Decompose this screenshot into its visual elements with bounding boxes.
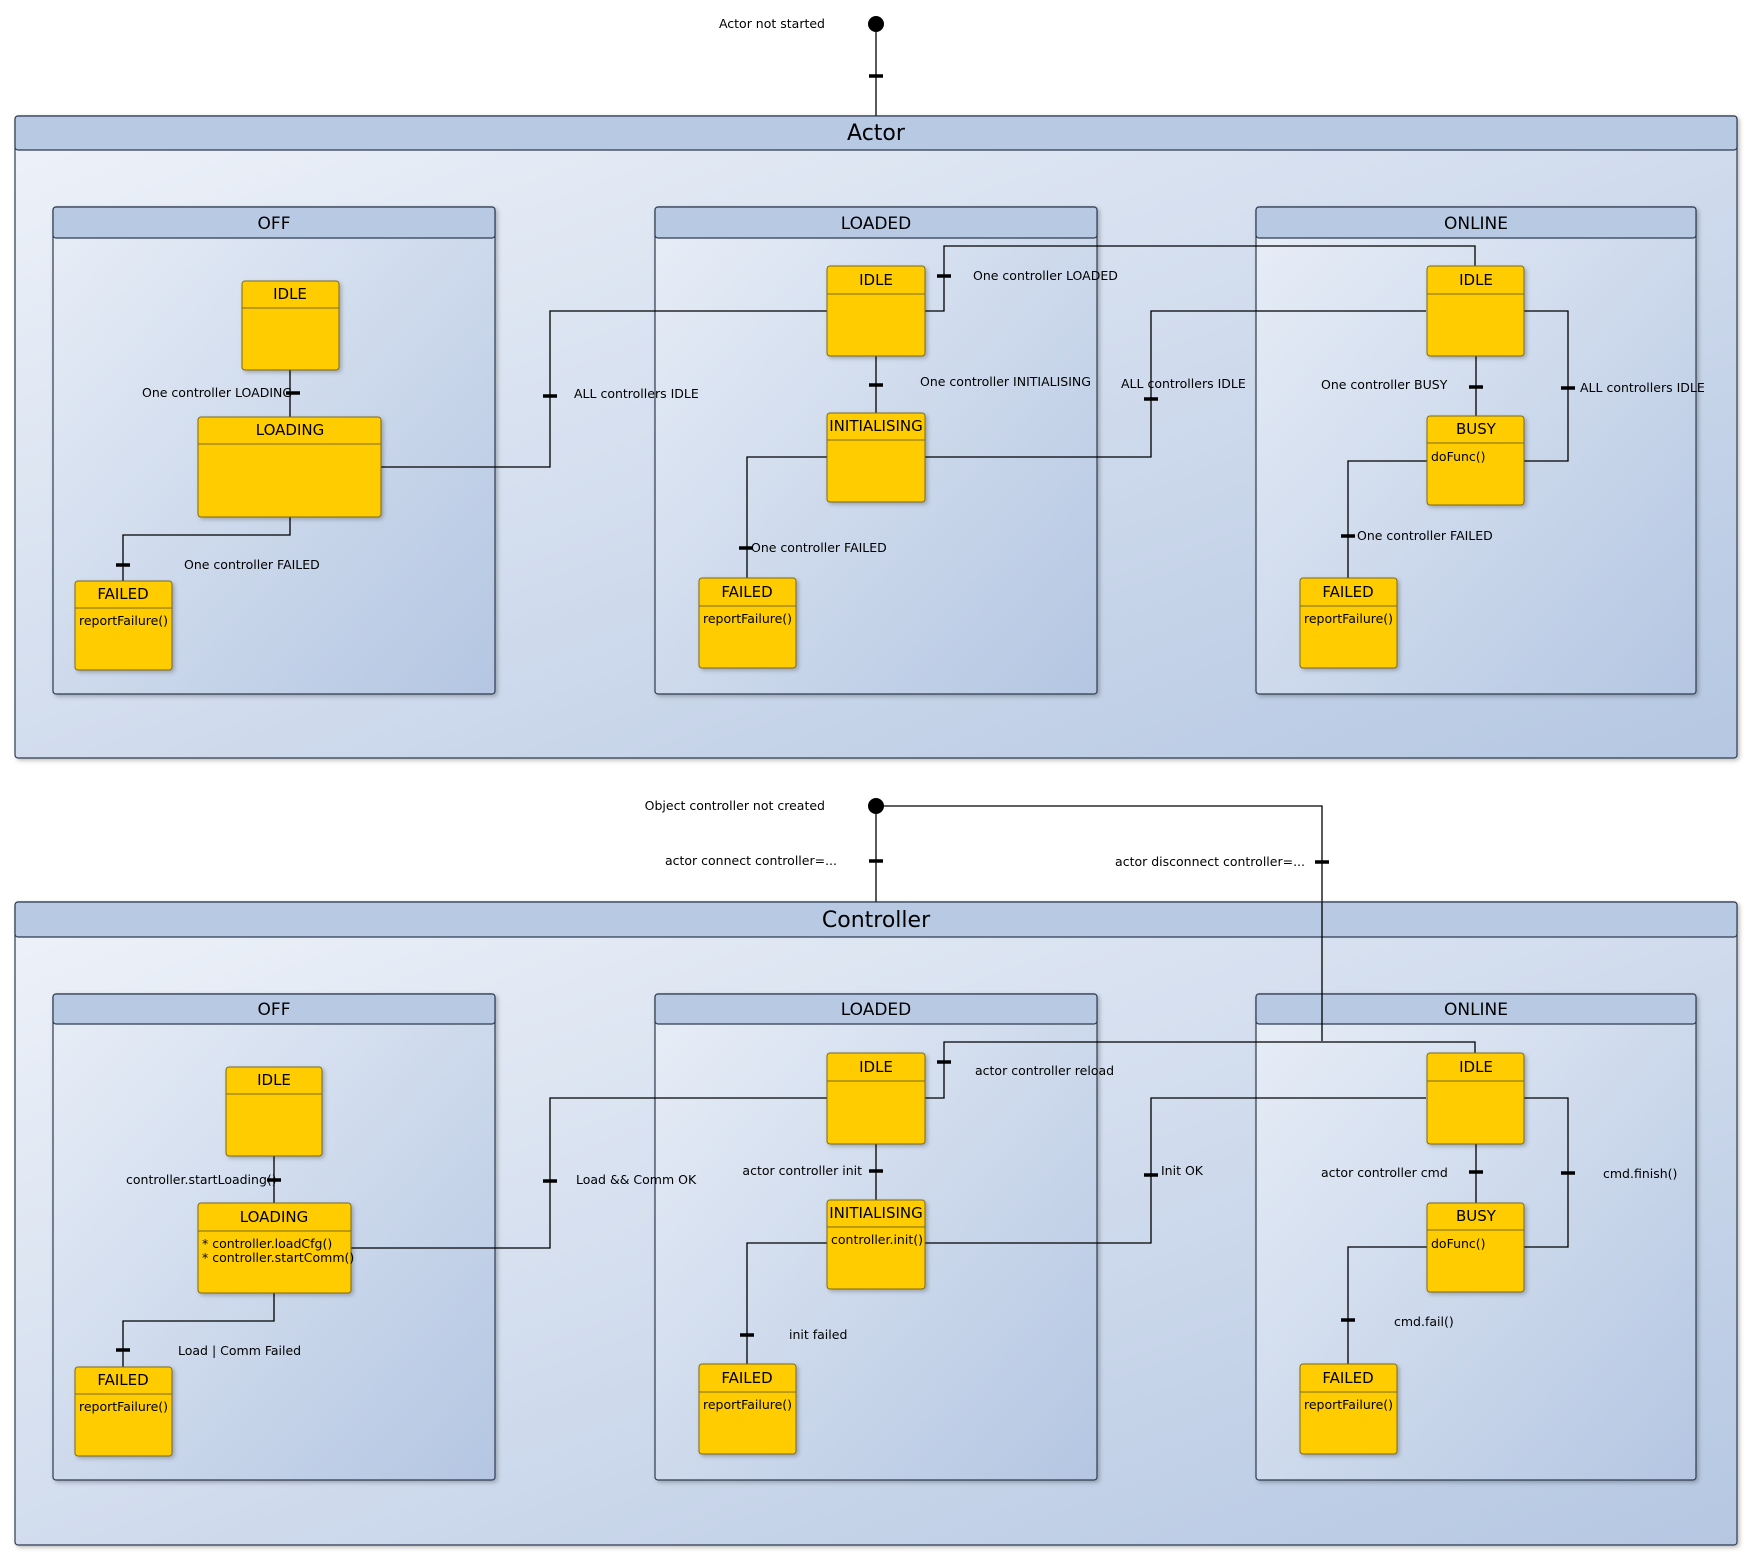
- actor-loaded-idle-state: [826, 265, 926, 357]
- edge: [925, 310, 1426, 458]
- edge: [1524, 310, 1569, 462]
- controller-title: Controller: [822, 908, 931, 933]
- actor-loaded-initialising-state: [826, 412, 926, 503]
- state-name: FAILED: [1322, 583, 1373, 601]
- edge: [1347, 460, 1427, 578]
- actor-online-idle-state: [1426, 265, 1525, 357]
- controller-online-busy-state: [1426, 1202, 1525, 1293]
- controller-loaded-initialising-state: [826, 1199, 926, 1290]
- state-action: reportFailure(): [703, 611, 792, 626]
- controller-online-t-finish: cmd.finish(): [1603, 1166, 1677, 1181]
- actor-initial-state: [868, 16, 884, 32]
- actor-t-loaded-to-online: ALL controllers IDLE: [1121, 376, 1246, 391]
- controller-loaded-idle-state: [826, 1052, 926, 1145]
- actor-off-loading-state: [197, 416, 382, 518]
- state-name: BUSY: [1456, 420, 1497, 438]
- controller-off-title: OFF: [258, 1000, 291, 1020]
- controller-diagram: Object controller not created actor conn…: [14, 798, 1738, 1546]
- state-name: IDLE: [859, 1058, 893, 1076]
- state-name: IDLE: [859, 271, 893, 289]
- controller-off-t-failed: Load | Comm Failed: [178, 1343, 301, 1358]
- controller-t-off-to-loaded: Load && Comm OK: [576, 1172, 697, 1187]
- controller-online-title: ONLINE: [1444, 1000, 1508, 1020]
- state-name: FAILED: [721, 1369, 772, 1387]
- edge: [925, 245, 1476, 312]
- state-name: INITIALISING: [829, 417, 923, 435]
- controller-t-loaded-to-online: Init OK: [1161, 1163, 1204, 1178]
- actor-initial-label: Actor not started: [719, 16, 825, 31]
- controller-online-failed-state: [1299, 1363, 1398, 1455]
- actor-off-t-loading: One controller LOADING: [142, 385, 292, 400]
- actor-off-title: OFF: [258, 214, 291, 234]
- controller-loaded-t-init: actor controller init: [742, 1163, 862, 1178]
- controller-t-connect: actor connect controller=...: [665, 853, 837, 868]
- state-name: IDLE: [273, 285, 307, 303]
- actor-off-idle-state: [241, 280, 340, 371]
- controller-online-idle-state: [1426, 1052, 1525, 1145]
- controller-off-t-loading: controller.startLoading(): [126, 1172, 277, 1187]
- state-name: FAILED: [1322, 1369, 1373, 1387]
- actor-title: Actor: [847, 121, 906, 146]
- edge: [1347, 1246, 1427, 1364]
- state-action: reportFailure(): [1304, 611, 1393, 626]
- state-action: controller.init(): [831, 1232, 923, 1247]
- actor-online-t-idle: ALL controllers IDLE: [1580, 380, 1705, 395]
- controller-online-t-fail: cmd.fail(): [1394, 1314, 1454, 1329]
- edge: [381, 310, 827, 468]
- state-action: * controller.loadCfg(): [202, 1236, 332, 1251]
- actor-diagram: Actor not started Actor OFF LOADED ONLIN…: [14, 16, 1738, 759]
- actor-loaded-t-failed: One controller FAILED: [751, 540, 887, 555]
- state-action: * controller.startComm(): [202, 1250, 354, 1265]
- state-name: FAILED: [97, 1371, 148, 1389]
- edge: [746, 1242, 827, 1364]
- state-action: reportFailure(): [79, 1399, 168, 1414]
- edge: [925, 1041, 1476, 1099]
- controller-initial-label: Object controller not created: [645, 798, 825, 813]
- controller-off-idle-state: [225, 1066, 323, 1157]
- edge: [122, 1293, 275, 1367]
- state-name: FAILED: [97, 585, 148, 603]
- actor-online-failed-state: [1299, 577, 1398, 669]
- state-name: LOADING: [256, 421, 324, 439]
- state-action: doFunc(): [1431, 449, 1486, 464]
- controller-t-online-to-loaded: actor controller reload: [975, 1063, 1114, 1078]
- controller-off-failed-state: [74, 1366, 173, 1457]
- controller-loaded-failed-state: [698, 1363, 797, 1455]
- actor-loaded-failed-state: [698, 577, 797, 669]
- state-action: reportFailure(): [1304, 1397, 1393, 1412]
- state-action: reportFailure(): [79, 613, 168, 628]
- edge: [746, 456, 827, 578]
- controller-t-disconnect: actor disconnect controller=...: [1115, 854, 1305, 869]
- state-name: FAILED: [721, 583, 772, 601]
- state-name: BUSY: [1456, 1207, 1497, 1225]
- edge: [925, 1097, 1426, 1244]
- edge: [122, 517, 291, 581]
- state-action: doFunc(): [1431, 1236, 1486, 1251]
- state-action: reportFailure(): [703, 1397, 792, 1412]
- controller-loaded-title: LOADED: [841, 1000, 912, 1020]
- actor-off-t-failed: One controller FAILED: [184, 557, 320, 572]
- controller-online-t-cmd: actor controller cmd: [1321, 1165, 1448, 1180]
- actor-online-t-failed: One controller FAILED: [1357, 528, 1493, 543]
- actor-t-off-to-loaded: ALL controllers IDLE: [574, 386, 699, 401]
- state-name: IDLE: [1459, 1058, 1493, 1076]
- actor-online-busy-state: [1426, 415, 1525, 506]
- controller-off-loading-state: [197, 1202, 352, 1294]
- actor-off-failed-state: [74, 580, 173, 671]
- actor-t-online-to-loaded: One controller LOADED: [973, 268, 1118, 283]
- actor-loaded-title: LOADED: [841, 214, 912, 234]
- state-name: INITIALISING: [829, 1204, 923, 1222]
- edge: [351, 1097, 827, 1249]
- state-name: IDLE: [1459, 271, 1493, 289]
- actor-online-title: ONLINE: [1444, 214, 1508, 234]
- actor-online-t-busy: One controller BUSY: [1321, 377, 1448, 392]
- state-name: IDLE: [257, 1071, 291, 1089]
- controller-loaded-t-failed: init failed: [789, 1327, 847, 1342]
- state-name: LOADING: [240, 1208, 308, 1226]
- controller-initial-state: [868, 798, 884, 814]
- actor-loaded-t-initialising: One controller INITIALISING: [920, 374, 1091, 389]
